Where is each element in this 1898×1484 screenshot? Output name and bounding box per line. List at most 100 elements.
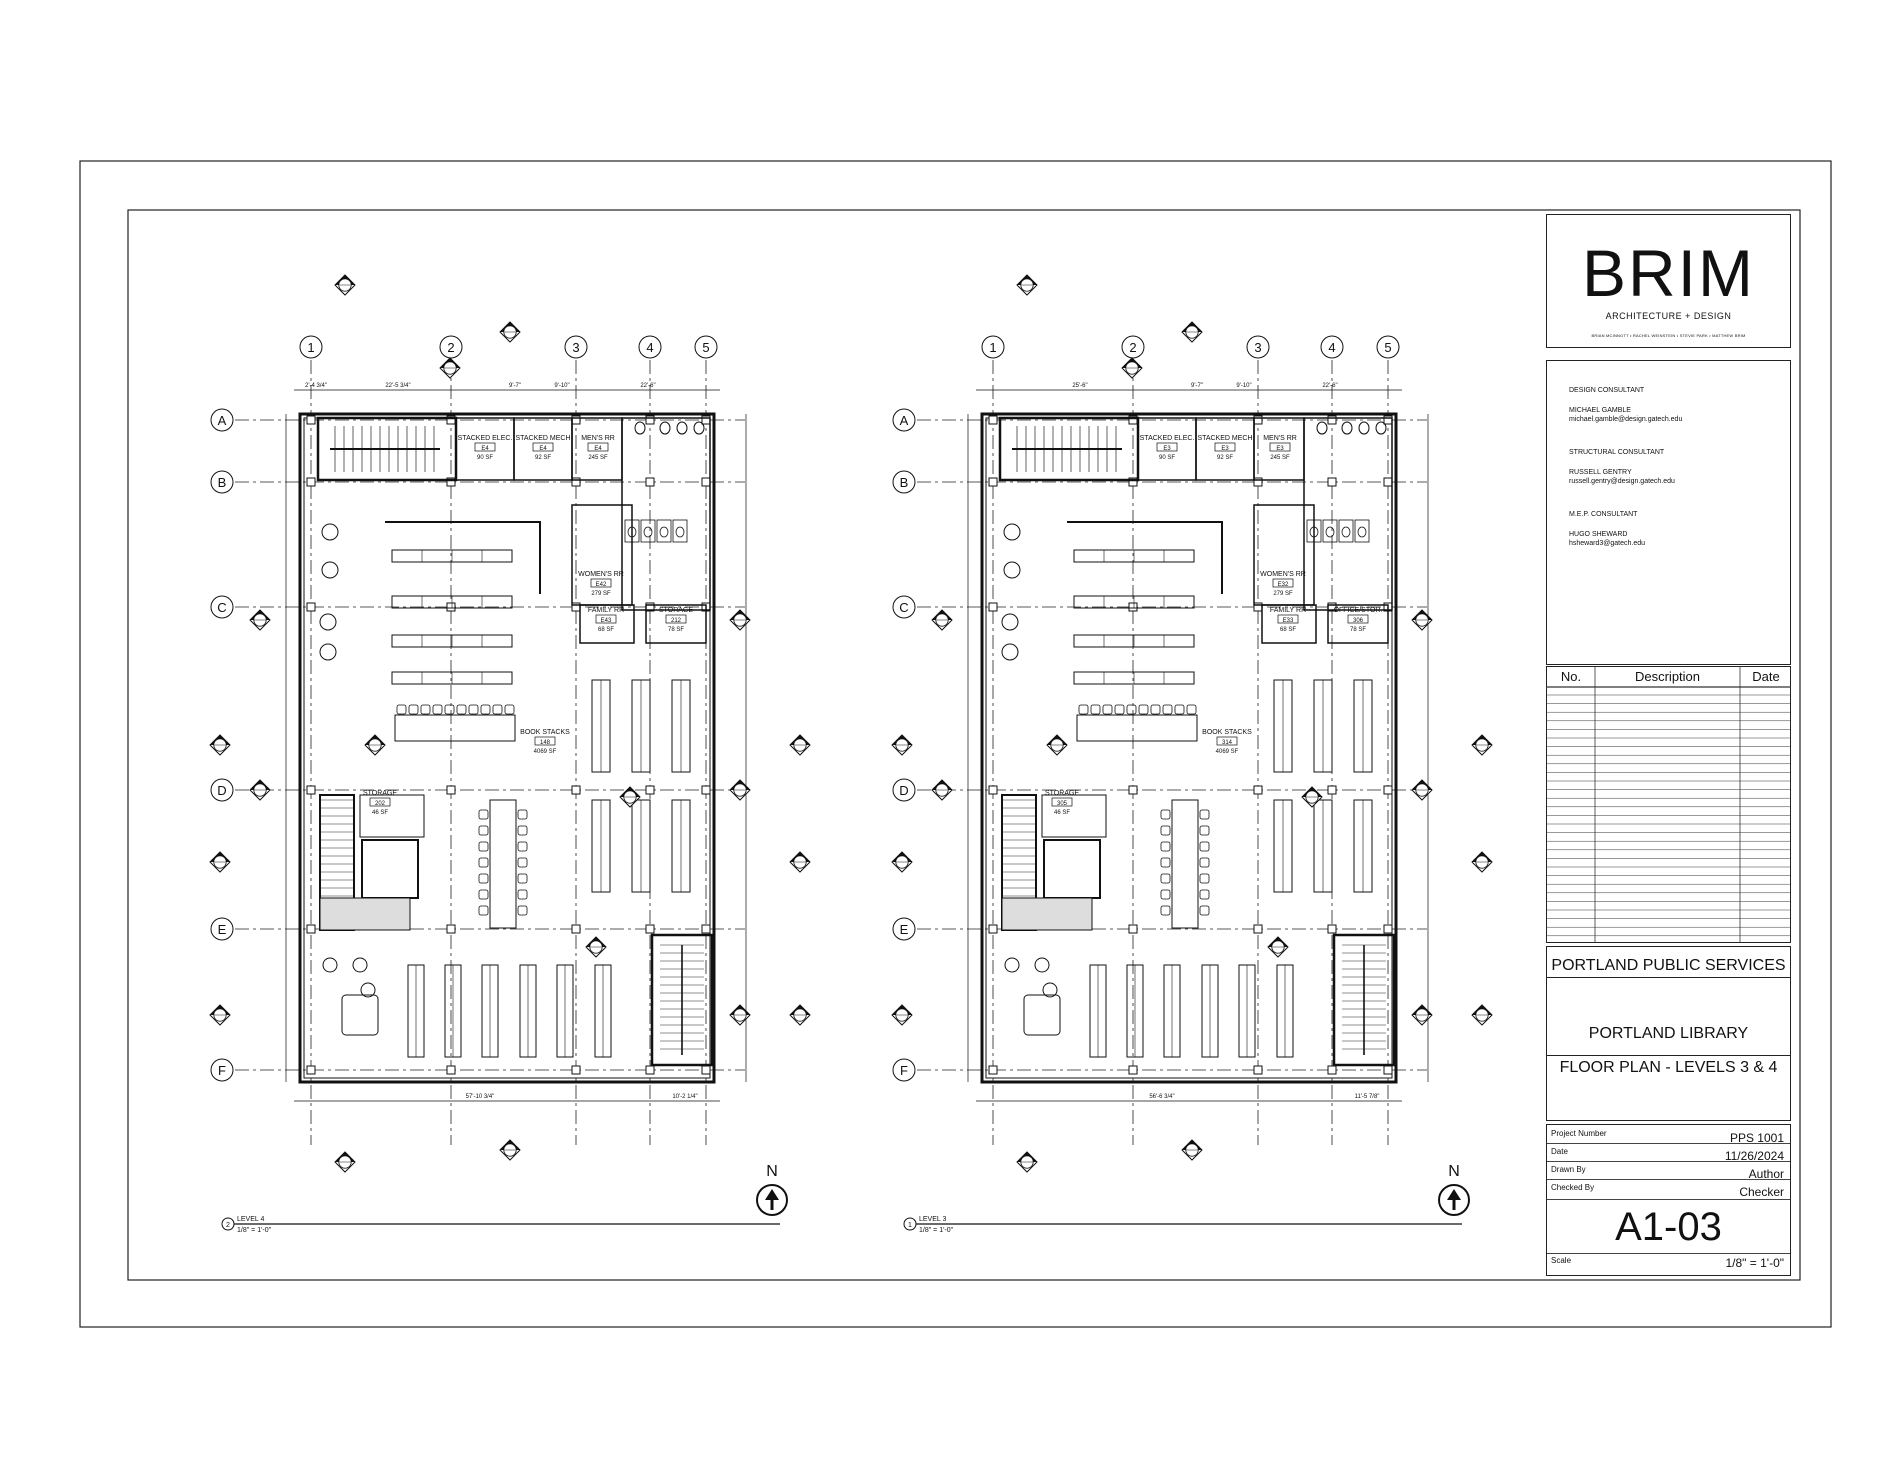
room-area: 68 SF (1280, 627, 1296, 633)
chair (1174, 704, 1185, 715)
view-number: 2 (226, 1222, 230, 1229)
chair (1199, 889, 1210, 900)
room-name: STORAGE (1045, 790, 1079, 797)
room-number: 148 (540, 740, 551, 746)
consultant-name: RUSSELL GENTRY (1569, 469, 1632, 476)
section-marker (891, 851, 913, 873)
section-marker (1016, 274, 1038, 296)
section-marker (1471, 851, 1493, 873)
room-number-box (534, 736, 556, 746)
chair (408, 704, 419, 715)
structural-column (701, 415, 711, 425)
consultant-role: STRUCTURAL CONSULTANT (1569, 449, 1665, 456)
structural-column (571, 785, 581, 795)
project-name: PORTLAND LIBRARY (1588, 1025, 1749, 1042)
long-table (489, 799, 517, 929)
exterior-wall-inner (303, 417, 711, 1079)
section-marker (1411, 609, 1433, 631)
toilet-stall (672, 519, 688, 543)
room-name: BOOK STACKS (520, 729, 570, 736)
fixture-sink (659, 421, 671, 435)
north-arrow-head (765, 1189, 779, 1200)
firm-logo-text: BRIM (1582, 236, 1755, 310)
structural-column (988, 1065, 998, 1075)
section-marker (249, 779, 271, 801)
project-number-label: Project Number (1551, 1129, 1607, 1138)
fixture-toilet (643, 526, 653, 538)
grid-row-label: F (218, 1063, 226, 1078)
lounge-chair (319, 613, 337, 631)
room-name: FAMILY RR (1270, 607, 1306, 614)
room-area: 4069 SF (1216, 749, 1239, 755)
dimension-text: 9'-7" (1191, 383, 1203, 389)
structural-column (988, 415, 998, 425)
grid-bubble-col (439, 335, 463, 359)
room-area: 90 SF (1159, 455, 1175, 461)
grid-col-label: 1 (989, 340, 996, 355)
room-area: 46 SF (1054, 810, 1070, 816)
grid-col-label: 5 (1384, 340, 1391, 355)
lounge-chair (1001, 643, 1019, 661)
stair-landing-hatch (319, 897, 411, 931)
structural-column (571, 415, 581, 425)
structural-column (988, 785, 998, 795)
grid-row-label: A (900, 413, 909, 428)
consultant-email: russell.gentry@design.gatech.edu (1569, 478, 1675, 485)
room-number-box (1156, 442, 1178, 452)
view-title-level: LEVEL 4 (237, 1216, 264, 1223)
toilet-stall (1306, 519, 1322, 543)
section-marker (499, 1139, 521, 1161)
chair (517, 905, 528, 916)
section-marker (364, 734, 386, 756)
chair (1160, 905, 1171, 916)
room-womens-rr (571, 504, 633, 606)
section-marker (1046, 734, 1068, 756)
grid-bubble-col (1376, 335, 1400, 359)
room-name: BOOK STACKS (1202, 729, 1252, 736)
toilet-stall (1338, 519, 1354, 543)
revisions-grid (1545, 665, 1791, 943)
section-marker (1181, 1139, 1203, 1161)
grid-bubble-row (892, 470, 916, 494)
chair (517, 825, 528, 836)
sheet-meta-box: Project Number PPS 1001 Date 11/26/2024 … (1546, 1124, 1791, 1276)
structural-column (306, 1065, 316, 1075)
section-marker (729, 609, 751, 631)
grid-row-label: C (217, 600, 226, 615)
view-title-scale: 1/8" = 1'-0" (919, 1227, 954, 1234)
grid-row-label: B (218, 475, 227, 490)
scale-value: 1/8" = 1'-0" (1725, 1256, 1784, 1270)
lounge-sofa (1023, 994, 1061, 1036)
lounge-chair (360, 982, 376, 998)
structural-column (306, 785, 316, 795)
chair (480, 704, 491, 715)
grid-col-label: 4 (1328, 340, 1335, 355)
section-marker (1267, 936, 1289, 958)
structural-column (306, 477, 316, 487)
structural-column (645, 924, 655, 934)
section-marker (891, 1004, 913, 1026)
structural-column (306, 924, 316, 934)
room-number: 306 (1353, 618, 1364, 624)
fixture-toilet (659, 526, 669, 538)
structural-column (1383, 477, 1393, 487)
grid-bubble-row (892, 408, 916, 432)
section-marker (209, 734, 231, 756)
lounge-chair (1003, 523, 1021, 541)
rev-col-date: Date (1752, 669, 1780, 684)
restroom-core (621, 417, 711, 611)
room-area: 68 SF (598, 627, 614, 633)
chair (517, 809, 528, 820)
chair (468, 704, 479, 715)
chair (517, 889, 528, 900)
north-arrow-label: N (1448, 1163, 1460, 1180)
section-marker (209, 1004, 231, 1026)
chair (1160, 825, 1171, 836)
structural-column (446, 1065, 456, 1075)
room-name: MEN'S RR (1263, 435, 1297, 442)
lounge-chair (1001, 613, 1019, 631)
section-marker (209, 851, 231, 873)
room-number-box (1347, 614, 1369, 624)
consultant-name: MICHAEL GAMBLE (1569, 407, 1631, 414)
